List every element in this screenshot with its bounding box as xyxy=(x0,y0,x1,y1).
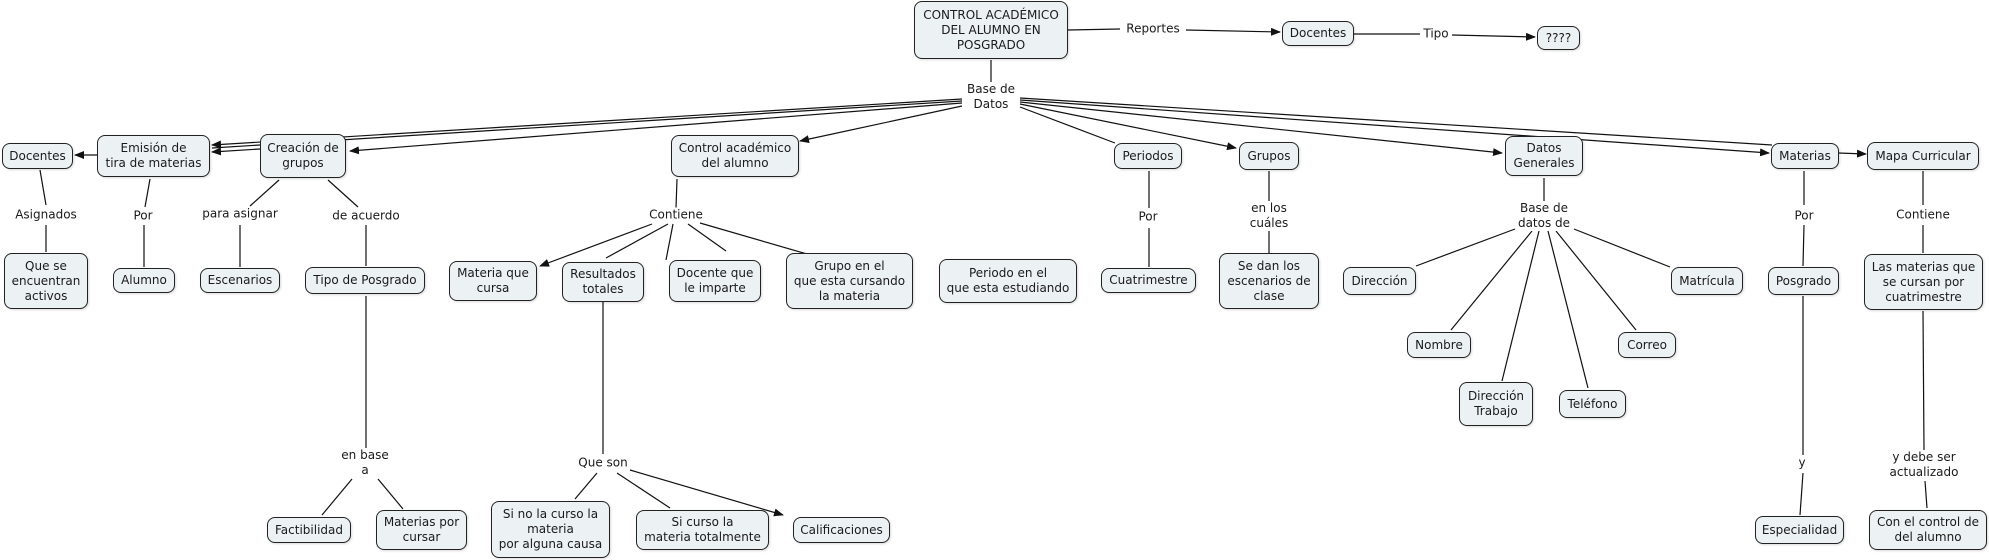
node-tipo-posgrado[interactable]: Tipo de Posgrado xyxy=(305,267,425,294)
node-activos[interactable]: Que se encuentran activos xyxy=(4,253,88,309)
node-direccion[interactable]: Dirección xyxy=(1343,267,1416,295)
edge-base-periodos xyxy=(1019,106,1116,144)
link-en-base-a: en base a xyxy=(339,448,391,478)
node-control-academico[interactable]: Control académico del alumno xyxy=(671,135,799,177)
node-alumno[interactable]: Alumno xyxy=(113,268,175,293)
edge-contiene-materia xyxy=(539,223,653,267)
node-escenarios[interactable]: Escenarios xyxy=(200,268,280,293)
edge-control-contiene xyxy=(675,178,678,209)
node-correo[interactable]: Correo xyxy=(1618,332,1676,358)
node-docentes-reportes[interactable]: Docentes xyxy=(1282,21,1354,46)
edge-contiene-resultados xyxy=(605,223,669,259)
node-materia-cursa[interactable]: Materia que cursa xyxy=(449,261,537,301)
edge-base-materias2 xyxy=(1019,97,1773,146)
node-creacion[interactable]: Creación de grupos xyxy=(260,134,346,178)
root-concept[interactable]: CONTROL ACADÉMICO DEL ALUMNO EN POSGRADO xyxy=(914,1,1068,59)
node-grupos[interactable]: Grupos xyxy=(1239,142,1299,170)
link-de-acuerdo: de acuerdo xyxy=(330,208,402,224)
link-que-son: Que son xyxy=(576,455,630,471)
edge-base-materias xyxy=(1019,99,1770,157)
node-nombre[interactable]: Nombre xyxy=(1407,332,1471,358)
edge-root-reportes xyxy=(1067,28,1121,31)
node-si-curso[interactable]: Si curso la materia totalmente xyxy=(636,510,769,550)
node-datos-generales[interactable]: Datos Generales xyxy=(1505,136,1583,176)
edge-queson-nocurso xyxy=(574,472,598,500)
edge-materias-debe xyxy=(1922,310,1925,451)
node-materias-cursar[interactable]: Materias por cursar xyxy=(376,510,467,550)
node-no-curso[interactable]: Si no la curso la materia por alguna cau… xyxy=(491,501,610,558)
link-por-periodos: Por xyxy=(1136,209,1160,225)
edge-enbase-fact xyxy=(321,478,353,516)
node-especialidad[interactable]: Especialidad xyxy=(1755,516,1844,544)
edge-contiene-grupo xyxy=(687,223,727,252)
node-mapa-curricular[interactable]: Mapa Curricular xyxy=(1867,142,1979,170)
node-materias-cuatrimestre[interactable]: Las materias que se cursan por cuatrimes… xyxy=(1864,254,1983,310)
edge-debe-control xyxy=(1924,480,1928,509)
link-contiene-mapa: Contiene xyxy=(1894,207,1952,223)
link-tipo: Tipo xyxy=(1421,26,1451,42)
node-telefono[interactable]: Teléfono xyxy=(1559,390,1626,418)
edge-queson-sicurso xyxy=(616,472,671,509)
edge-base-direccion xyxy=(1415,228,1516,267)
edge-por-posgrado xyxy=(1802,224,1805,267)
edge-base-nombre xyxy=(1450,230,1533,331)
edge-base-matricula xyxy=(1573,228,1671,268)
node-factibilidad[interactable]: Factibilidad xyxy=(267,517,351,543)
node-calificaciones[interactable]: Calificaciones xyxy=(793,517,890,543)
node-periodo-estudiando[interactable]: Periodo en el que esta estudiando xyxy=(939,259,1077,303)
edge-y-especialidad xyxy=(1799,472,1804,516)
edge-reportes-docentes xyxy=(1185,27,1281,36)
edge-base-creacion xyxy=(349,102,963,155)
link-y: y xyxy=(1796,455,1808,471)
link-base-datos-de: Base de datos de xyxy=(1515,201,1573,231)
node-se-dan[interactable]: Se dan los escenarios de clase xyxy=(1219,253,1319,309)
edge-creacion-emision xyxy=(211,147,261,156)
edge-emision-por xyxy=(144,178,151,208)
link-asignados: Asignados xyxy=(13,207,79,223)
edge-base-correo xyxy=(1555,230,1637,331)
edge-tipo-unknown xyxy=(1451,32,1536,41)
node-docente-imparte[interactable]: Docente que le imparte xyxy=(669,260,761,302)
edge-contiene-docente xyxy=(665,223,674,261)
link-reportes: Reportes xyxy=(1124,21,1182,37)
edge-base-datosgen xyxy=(1019,101,1503,157)
node-matricula[interactable]: Matrícula xyxy=(1671,267,1743,295)
link-por-alumno: Por xyxy=(131,208,155,224)
edge-base-telefono xyxy=(1547,230,1589,389)
link-debe-actualizado: y debe ser actualizado xyxy=(1887,450,1961,480)
link-contiene-control: Contiene xyxy=(647,207,705,223)
edge-base-grupos xyxy=(1019,103,1237,151)
node-direccion-trabajo[interactable]: Dirección Trabajo xyxy=(1459,382,1533,426)
edge-materias-mapa xyxy=(1837,149,1867,158)
edge-enbase-mat xyxy=(377,478,404,510)
node-emision[interactable]: Emisión de tira de materias xyxy=(97,135,210,177)
node-resultados[interactable]: Resultados totales xyxy=(562,262,644,302)
edge-creacion-para xyxy=(249,179,280,207)
node-con-control[interactable]: Con el control de del alumno xyxy=(1869,510,1987,550)
link-por-materias: Por xyxy=(1792,208,1816,224)
node-grupo-cursando[interactable]: Grupo en el que esta cursando la materia xyxy=(786,253,913,309)
node-materias[interactable]: Materias xyxy=(1771,143,1839,169)
edge-creacion-deacuerdo xyxy=(327,179,359,208)
node-tipo-unknown[interactable]: ???? xyxy=(1537,26,1580,50)
edge-base-dirtrab xyxy=(1501,230,1540,382)
link-base-datos: Base de Datos xyxy=(964,82,1018,112)
edge-docentes-asignados xyxy=(39,169,47,206)
link-en-los-cuales: en los cuáles xyxy=(1247,201,1291,231)
edge-base-control xyxy=(799,105,963,144)
edge-queson-calif xyxy=(629,469,784,517)
node-cuatrimestre[interactable]: Cuatrimestre xyxy=(1101,268,1196,293)
node-periodos[interactable]: Periodos xyxy=(1114,143,1182,169)
link-para-asignar: para asignar xyxy=(200,206,280,222)
node-docentes-asignados[interactable]: Docentes xyxy=(2,143,73,169)
node-posgrado[interactable]: Posgrado xyxy=(1768,267,1839,295)
